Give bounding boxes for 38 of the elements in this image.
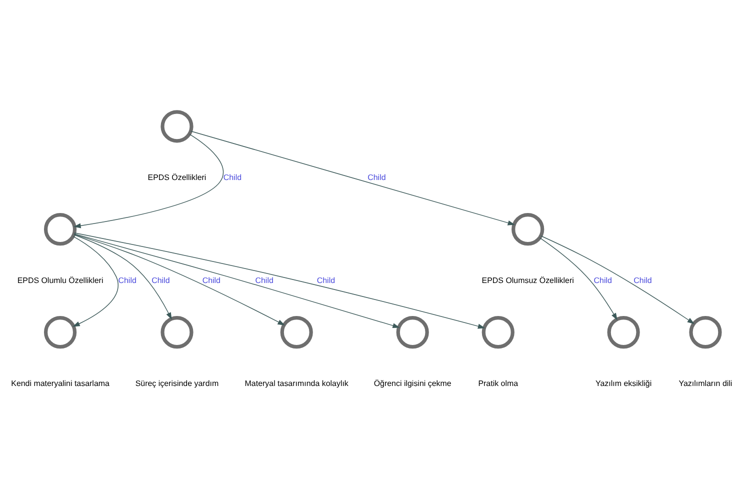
- edge-label: Child: [223, 172, 242, 182]
- node-label: Pratik olma: [478, 378, 518, 388]
- arrow: [74, 133, 224, 228]
- node-circle: [512, 212, 544, 246]
- arrow: [74, 233, 285, 325]
- node-circle: [396, 315, 429, 348]
- arrow: [74, 232, 486, 328]
- node-circle: [482, 315, 514, 348]
- edge-label: Child: [368, 172, 386, 182]
- node-label: EPDS Özellikleri: [148, 172, 206, 182]
- node-label: Süreç içerisinde yardım: [135, 378, 219, 388]
- arrow: [74, 234, 172, 320]
- node-label: Öğrenci ilgisini çekme: [374, 378, 452, 388]
- arrow: [72, 235, 118, 326]
- edge-label: Child: [152, 275, 170, 284]
- node-label: Kendi materyalini tasarlama: [11, 378, 110, 388]
- node-circle: [689, 315, 722, 348]
- node-circle: [44, 315, 77, 348]
- edge-label: Child: [255, 275, 274, 284]
- node-circle: [44, 212, 77, 246]
- arrow: [539, 236, 618, 320]
- node-circle: [280, 315, 313, 348]
- edge-label: Child: [118, 275, 136, 284]
- arrow: [540, 235, 695, 324]
- node-label: Materyal tasarımında kolaylık: [244, 378, 348, 388]
- node-label: Yazılım eksikliği: [596, 378, 652, 388]
- arrow: [190, 130, 516, 225]
- arrow: [74, 232, 400, 328]
- edge-label: Child: [634, 275, 652, 284]
- node-circle: [607, 315, 640, 348]
- edge-label: Child: [316, 275, 336, 284]
- node-label: EPDS Olumlu Özellikleri: [17, 275, 104, 284]
- node-label: EPDS Olumsuz Özellikleri: [482, 275, 574, 284]
- node-circle: [160, 315, 194, 348]
- edge-label: Child: [594, 275, 612, 284]
- edge-label: Child: [202, 275, 221, 284]
- node-circle: [160, 110, 194, 142]
- node-label: Yazılımların dili: [678, 378, 732, 388]
